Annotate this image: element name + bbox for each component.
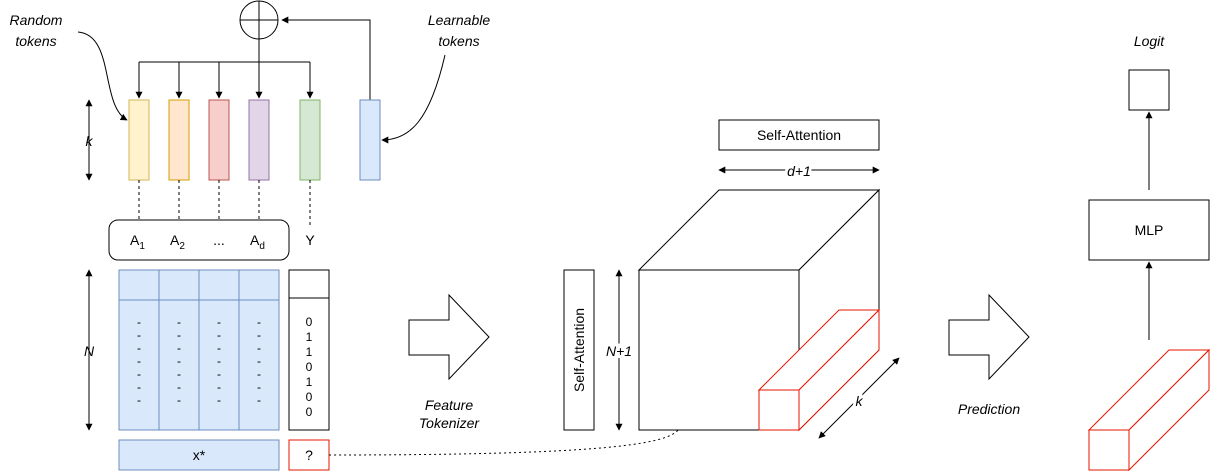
learnable-tokens-arrow bbox=[381, 54, 446, 144]
self-attention-side-box bbox=[563, 269, 595, 431]
table-cell: - bbox=[217, 341, 221, 355]
sum-connectors bbox=[135, 16, 371, 100]
svg-text:A1: A1 bbox=[130, 232, 145, 252]
target-value: 1 bbox=[306, 375, 313, 389]
table-cell: - bbox=[137, 315, 141, 329]
query-target-box bbox=[288, 439, 330, 471]
svg-text:...: ... bbox=[213, 232, 225, 248]
table-cell: - bbox=[217, 328, 221, 342]
table-cell: - bbox=[257, 380, 261, 394]
svg-text:Feature: Feature bbox=[425, 397, 473, 413]
query-row-box bbox=[118, 439, 280, 471]
target-value: 0 bbox=[306, 405, 313, 419]
table-cell: - bbox=[217, 354, 221, 368]
random-tokens-arrow bbox=[77, 31, 128, 121]
random-tokens-label: Random tokens bbox=[10, 12, 63, 49]
token-bar-a1 bbox=[128, 99, 150, 181]
token-bar-y bbox=[299, 99, 321, 181]
table-cell: - bbox=[137, 367, 141, 381]
table-cell: - bbox=[217, 393, 221, 407]
svg-text:tokens: tokens bbox=[438, 33, 479, 49]
query-row-label: x* bbox=[193, 447, 206, 463]
prediction-arrow bbox=[948, 293, 1030, 381]
n-dimension-label: N bbox=[84, 343, 95, 359]
target-value: 1 bbox=[306, 345, 313, 359]
token-bar-a3 bbox=[208, 99, 230, 181]
attribute-header-box bbox=[108, 219, 290, 261]
table-cell: - bbox=[257, 354, 261, 368]
table-cell: - bbox=[257, 393, 261, 407]
table-cell: - bbox=[217, 315, 221, 329]
k-dimension-label: k bbox=[86, 133, 94, 149]
mlp-label: MLP bbox=[1135, 222, 1164, 238]
table-cell: - bbox=[137, 393, 141, 407]
table-cell: - bbox=[177, 341, 181, 355]
svg-text:Learnable: Learnable bbox=[428, 12, 490, 28]
attribute-labels: A1 A2 ... Ad bbox=[130, 232, 265, 252]
token-bar-learnable bbox=[359, 99, 381, 181]
logit-box bbox=[1128, 69, 1170, 111]
table-cell: - bbox=[137, 341, 141, 355]
self-attention-side-label: Self-Attention bbox=[571, 308, 587, 392]
self-attention-top-label: Self-Attention bbox=[757, 127, 841, 143]
svg-text:Ad: Ad bbox=[250, 232, 265, 252]
sum-node bbox=[239, 0, 279, 40]
prediction-label: Prediction bbox=[958, 401, 1020, 417]
table-cell: - bbox=[177, 354, 181, 368]
table-cell: - bbox=[217, 367, 221, 381]
svg-text:Random: Random bbox=[10, 12, 63, 28]
self-attention-top-box bbox=[718, 119, 880, 151]
token-bar-a2 bbox=[168, 99, 190, 181]
feature-tokenizer-label: Feature Tokenizer bbox=[419, 397, 481, 431]
table-cell: - bbox=[137, 354, 141, 368]
logit-label: Logit bbox=[1134, 33, 1165, 49]
table-cell: - bbox=[177, 328, 181, 342]
table-cell: - bbox=[177, 367, 181, 381]
target-value: 0 bbox=[306, 315, 313, 329]
target-value: 0 bbox=[306, 360, 313, 374]
table-cell: - bbox=[257, 315, 261, 329]
table-cell: - bbox=[177, 315, 181, 329]
table-cell: - bbox=[257, 367, 261, 381]
svg-text:Tokenizer: Tokenizer bbox=[419, 415, 481, 431]
table-cell: - bbox=[137, 380, 141, 394]
table-cell: - bbox=[177, 380, 181, 394]
table-cell: - bbox=[137, 328, 141, 342]
feature-tokenizer-arrow bbox=[408, 293, 490, 381]
output-token-slice bbox=[1087, 348, 1211, 472]
mlp-box bbox=[1088, 199, 1210, 261]
query-link-dotted bbox=[328, 404, 758, 456]
table-cell: - bbox=[177, 393, 181, 407]
query-target-label: ? bbox=[305, 447, 313, 463]
table-cell: - bbox=[257, 328, 261, 342]
learnable-tokens-label: Learnable tokens bbox=[428, 12, 490, 49]
svg-text:A2: A2 bbox=[170, 232, 185, 252]
target-value: 0 bbox=[306, 390, 313, 404]
token-dashed-links bbox=[138, 180, 311, 225]
target-value: 1 bbox=[306, 330, 313, 344]
target-label: Y bbox=[305, 232, 315, 248]
cube-k-arrow bbox=[818, 357, 900, 439]
feature-table: ---------------------------- bbox=[118, 269, 280, 431]
svg-text:tokens: tokens bbox=[15, 33, 56, 49]
d-plus-1-label: d+1 bbox=[787, 163, 811, 179]
token-bars bbox=[128, 99, 381, 181]
table-cell: - bbox=[217, 380, 221, 394]
n-plus-1-label: N+1 bbox=[606, 343, 632, 359]
token-bar-ad bbox=[248, 99, 270, 181]
table-cell: - bbox=[257, 341, 261, 355]
cube-k-label: k bbox=[856, 393, 864, 409]
